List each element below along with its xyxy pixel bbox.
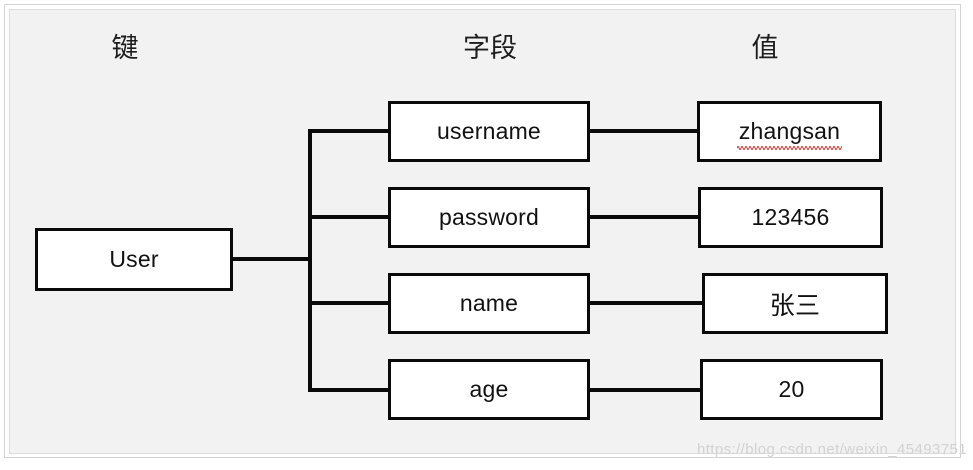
edge-trunk-to-field-password [308, 215, 390, 219]
edge-trunk-to-field-username [308, 129, 390, 133]
column-header-value: 值 [751, 33, 779, 63]
node-field-username[interactable]: username [388, 101, 590, 162]
edge-trunk-vertical [308, 129, 312, 392]
node-root-user[interactable]: User [35, 228, 233, 291]
node-value-username[interactable]: zhangsan [697, 101, 882, 162]
column-header-field: 字段 [463, 33, 517, 63]
node-field-name[interactable]: name [388, 273, 590, 334]
edge-field-to-value-password [590, 215, 700, 219]
node-field-password[interactable]: password [388, 187, 590, 248]
value-username-text: zhangsan [736, 118, 843, 150]
edge-trunk-to-field-name [308, 301, 390, 305]
edge-field-to-value-name [590, 301, 704, 305]
node-value-name[interactable]: 张三 [702, 273, 888, 334]
edge-trunk-to-field-age [308, 388, 390, 392]
node-field-age[interactable]: age [388, 359, 590, 420]
edge-field-to-value-username [590, 129, 700, 133]
edge-root-to-trunk [233, 257, 312, 261]
edge-field-to-value-age [590, 388, 702, 392]
column-header-key: 键 [111, 33, 139, 63]
node-value-age[interactable]: 20 [700, 359, 883, 420]
csdn-watermark: https://blog.csdn.net/weixin_45493751 [697, 441, 967, 458]
node-value-password[interactable]: 123456 [698, 187, 883, 248]
